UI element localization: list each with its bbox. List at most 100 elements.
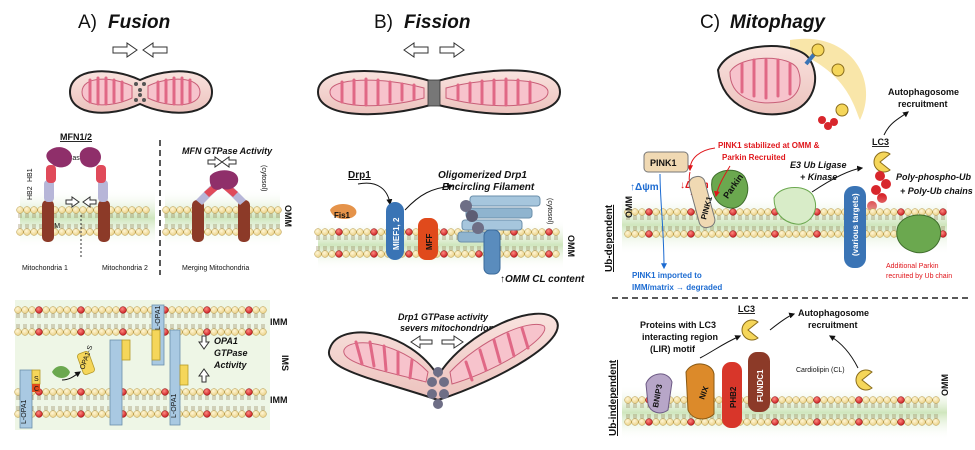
lipid-bead	[183, 228, 191, 236]
lipid-bead	[524, 250, 532, 258]
fundc1-label: FUNDC1	[756, 369, 765, 402]
svg-text:OPA1: OPA1	[214, 336, 238, 346]
lipid-bead	[28, 328, 36, 336]
lc3-pacman-top-icon	[873, 151, 891, 173]
lipid-bead	[869, 396, 877, 404]
cardiolipin-bead	[161, 410, 169, 418]
cardiolipin-bead	[203, 388, 211, 396]
membrane-merging	[162, 206, 282, 236]
lipid-bead	[189, 388, 197, 396]
lipid-bead	[890, 418, 898, 426]
lipid-bead	[121, 228, 129, 236]
lipid-bead	[154, 388, 162, 396]
additional-parkin-label: Additional Parkin recruited by Ub chain	[886, 263, 952, 280]
lipid-bead	[114, 206, 122, 214]
lipid-bead	[196, 388, 204, 396]
lipid-bead	[531, 228, 539, 236]
svg-text:GTPase: GTPase	[214, 348, 248, 358]
svg-text:Proteins with LC3: Proteins with LC3	[640, 320, 716, 330]
lipid-bead	[883, 230, 891, 238]
parkin-recruited-label: Parkin Recruited	[722, 153, 786, 162]
svg-text:Poly-phospho-Ub: Poly-phospho-Ub	[896, 172, 971, 182]
cardiolipin-bead	[687, 208, 695, 216]
lipid-bead	[869, 208, 877, 216]
lipid-bead	[503, 250, 511, 258]
cardiolipin-bead	[510, 250, 518, 258]
lipid-bead	[876, 208, 884, 216]
lipid-bead	[84, 328, 92, 336]
poly-ub-label: Poly-phospho-Ub + Poly-Ub chains	[896, 172, 973, 196]
lipid-bead	[211, 228, 219, 236]
lipid-bead	[673, 418, 681, 426]
lipid-bead	[652, 208, 660, 216]
cardiolipin-bead	[370, 228, 378, 236]
lipid-bead	[631, 230, 639, 238]
lipid-bead	[799, 418, 807, 426]
lipid-bead	[904, 208, 912, 216]
lipid-bead	[680, 418, 688, 426]
lipid-bead	[778, 418, 786, 426]
lipid-bead	[224, 410, 232, 418]
lipid-bead	[377, 228, 385, 236]
diverging-arrows-sever-icon	[410, 335, 464, 349]
svg-text:(LIR) motif: (LIR) motif	[650, 344, 696, 354]
cardiolipin-bead	[645, 230, 653, 238]
lipid-bead	[876, 230, 884, 238]
lipid-bead	[673, 208, 681, 216]
lipid-bead	[673, 396, 681, 404]
lipid-bead	[631, 418, 639, 426]
lipid-bead	[778, 396, 786, 404]
lipid-bead	[126, 410, 134, 418]
lipid-bead	[189, 328, 197, 336]
mff-label: MFF	[425, 233, 434, 250]
hb2-label: HB2	[27, 186, 34, 200]
lipid-bead	[925, 208, 933, 216]
lipid-bead	[182, 410, 190, 418]
stabilize-arrow	[687, 147, 716, 172]
cardiolipin-bead	[897, 396, 905, 404]
lipid-bead	[142, 206, 150, 214]
lipid-bead	[638, 396, 646, 404]
lipid-bead	[666, 230, 674, 238]
sever-label: Drp1 GTPase activity severs mitochondrio…	[398, 312, 495, 333]
converging-arrows-mfn-icon	[207, 156, 237, 168]
lipid-bead	[231, 388, 239, 396]
lipid-bead	[135, 228, 143, 236]
cardiolipin-bead	[335, 228, 343, 236]
lipid-bead	[28, 306, 36, 314]
lipid-bead	[252, 410, 260, 418]
lipid-bead	[140, 328, 148, 336]
lipid-bead	[42, 306, 50, 314]
cardiolipin-bead	[645, 418, 653, 426]
lipid-bead	[624, 230, 632, 238]
svg-text:B): B)	[374, 12, 393, 33]
svg-text:+ Poly-Ub chains: + Poly-Ub chains	[900, 186, 973, 196]
lipid-bead	[21, 328, 29, 336]
opa1-complex-1	[109, 339, 131, 426]
lipid-bead	[49, 306, 57, 314]
lipid-bead	[820, 230, 828, 238]
lipid-bead	[224, 328, 232, 336]
lipid-bead	[869, 418, 877, 426]
lipid-bead	[91, 410, 99, 418]
lipid-bead	[820, 396, 828, 404]
lipid-bead	[49, 388, 57, 396]
lipid-bead	[890, 208, 898, 216]
lipid-bead	[666, 418, 674, 426]
svg-text:recruited by Ub chain: recruited by Ub chain	[886, 273, 952, 280]
lipid-bead	[883, 396, 891, 404]
lipid-bead	[196, 328, 204, 336]
lipid-bead	[743, 418, 751, 426]
lipid-bead	[517, 250, 525, 258]
lipid-bead	[932, 418, 940, 426]
lipid-bead	[624, 418, 632, 426]
cardiolipin-bead	[440, 228, 448, 236]
lipid-bead	[904, 396, 912, 404]
cardiolipin-bead	[203, 328, 211, 336]
lipid-bead	[321, 228, 329, 236]
cardiolipin-bead	[771, 230, 779, 238]
lipid-bead	[785, 396, 793, 404]
lipid-bead	[862, 418, 870, 426]
lipid-bead	[652, 230, 660, 238]
mfn-label: MFN1/2	[60, 132, 92, 142]
